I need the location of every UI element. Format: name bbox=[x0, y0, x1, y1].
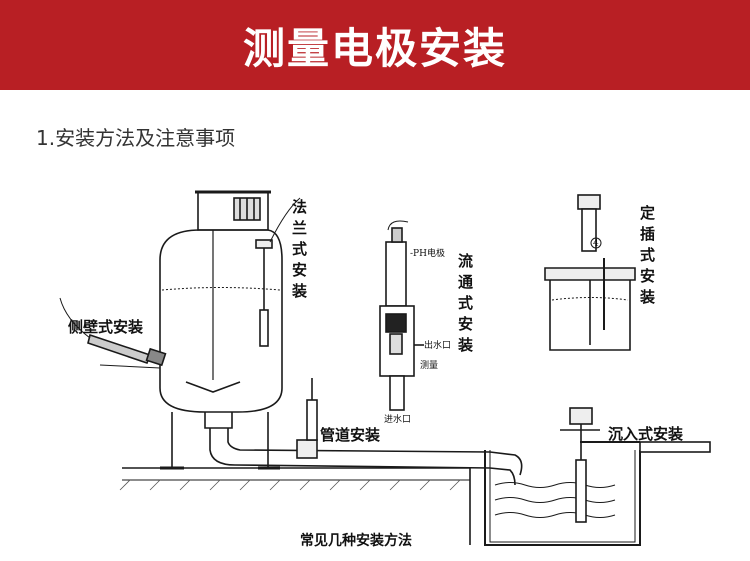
water-basin bbox=[484, 441, 711, 546]
fixed-insertion-vessel bbox=[544, 194, 636, 351]
fixed-marker: 4 bbox=[593, 239, 599, 249]
svg-text:式: 式 bbox=[640, 246, 655, 264]
section-heading: 1.安装方法及注意事项 bbox=[36, 126, 236, 150]
inlet-label: 进水口 bbox=[384, 413, 411, 425]
installation-diagram: 法 兰 式 安 装 侧壁式安装 管道安装 流 通 式 安 装 -PH电极 出水口… bbox=[59, 190, 711, 549]
svg-text:通: 通 bbox=[458, 273, 473, 291]
outlet-label: 出水口 bbox=[424, 339, 451, 351]
flange-label: 法 兰 式 安 装 bbox=[291, 198, 308, 300]
submerged-electrode bbox=[560, 407, 600, 523]
svg-text:法: 法 bbox=[292, 198, 307, 216]
svg-text:式: 式 bbox=[292, 240, 307, 258]
svg-text:安: 安 bbox=[640, 267, 655, 285]
submerged-label: 沉入式安装 bbox=[608, 425, 684, 443]
measure-label: 测量 bbox=[420, 360, 438, 371]
pipeline bbox=[204, 378, 523, 486]
side-wall-label: 侧壁式安装 bbox=[68, 318, 144, 336]
flow-cell bbox=[379, 220, 424, 411]
svg-text:装: 装 bbox=[639, 288, 656, 306]
svg-text:定: 定 bbox=[640, 204, 655, 222]
svg-text:兰: 兰 bbox=[292, 219, 307, 237]
side-wall-electrode bbox=[59, 297, 167, 369]
title-banner: 测量电极安装 bbox=[0, 0, 750, 90]
flange-electrode bbox=[255, 197, 301, 347]
svg-text:流: 流 bbox=[458, 252, 473, 270]
svg-text:安: 安 bbox=[292, 261, 307, 279]
ph-electrode-label: -PH电极 bbox=[410, 247, 445, 259]
svg-text:式: 式 bbox=[458, 294, 473, 312]
svg-text:装: 装 bbox=[291, 282, 308, 300]
svg-text:安: 安 bbox=[458, 315, 473, 333]
fixed-label: 定 插 式 安 装 bbox=[639, 204, 656, 306]
diagram-caption: 常见几种安装方法 bbox=[300, 532, 412, 549]
page-title: 测量电极安装 bbox=[242, 23, 507, 73]
svg-text:插: 插 bbox=[640, 225, 655, 243]
pipe-label: 管道安装 bbox=[320, 426, 381, 444]
flow-label: 流 通 式 安 装 bbox=[457, 252, 474, 354]
storage-tank bbox=[159, 190, 283, 470]
svg-text:装: 装 bbox=[457, 336, 474, 354]
